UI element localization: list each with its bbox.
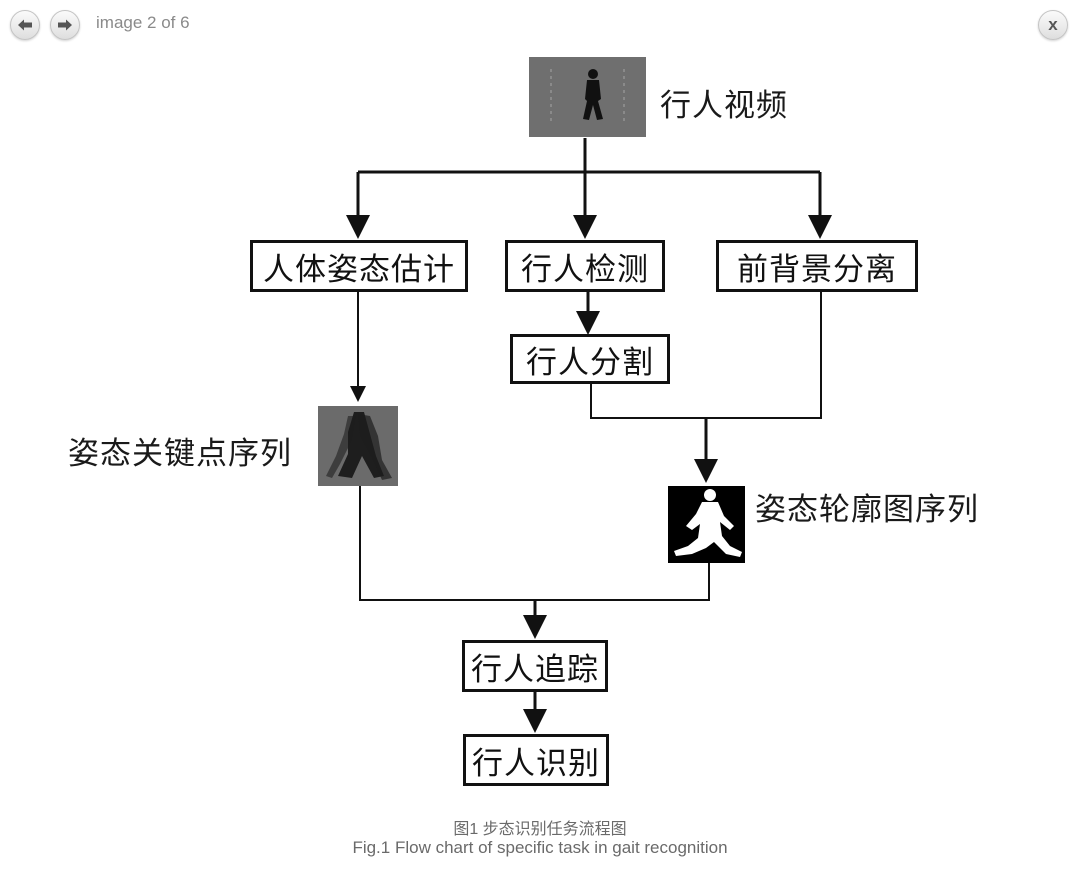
close-icon: x <box>1048 14 1058 34</box>
next-image-button[interactable] <box>50 10 80 40</box>
keypoint-sequence-label: 姿态关键点序列 <box>68 436 292 472</box>
tracking-box: 行人追踪 <box>462 640 608 692</box>
silhouette-sequence-thumbnail <box>668 486 745 563</box>
pose-estimation-box: 人体姿态估计 <box>250 240 468 292</box>
recognition-box: 行人识别 <box>463 734 609 786</box>
bg-separation-box: 前背景分离 <box>716 240 918 292</box>
figure-caption-english: Fig.1 Flow chart of specific task in gai… <box>352 838 728 857</box>
pedestrian-segmentation-box: 行人分割 <box>510 334 670 384</box>
keypoint-sequence-thumbnail <box>318 406 398 486</box>
figure-caption-chinese: 图1 步态识别任务流程图 <box>453 821 627 838</box>
pedestrian-video-thumbnail <box>529 57 646 137</box>
pedestrian-video-label: 行人视频 <box>660 88 788 124</box>
image-viewer-bar: image 2 of 6 x <box>0 0 1080 50</box>
arrow-left-icon <box>18 19 32 31</box>
silhouette-sequence-label: 姿态轮廓图序列 <box>755 492 979 528</box>
connector-merge-tracking <box>359 486 710 601</box>
previous-image-button[interactable] <box>10 10 40 40</box>
image-counter: image 2 of 6 <box>96 13 190 32</box>
close-button[interactable]: x <box>1038 10 1068 40</box>
arrow-right-icon <box>58 19 72 31</box>
pedestrian-detection-box: 行人检测 <box>505 240 665 292</box>
